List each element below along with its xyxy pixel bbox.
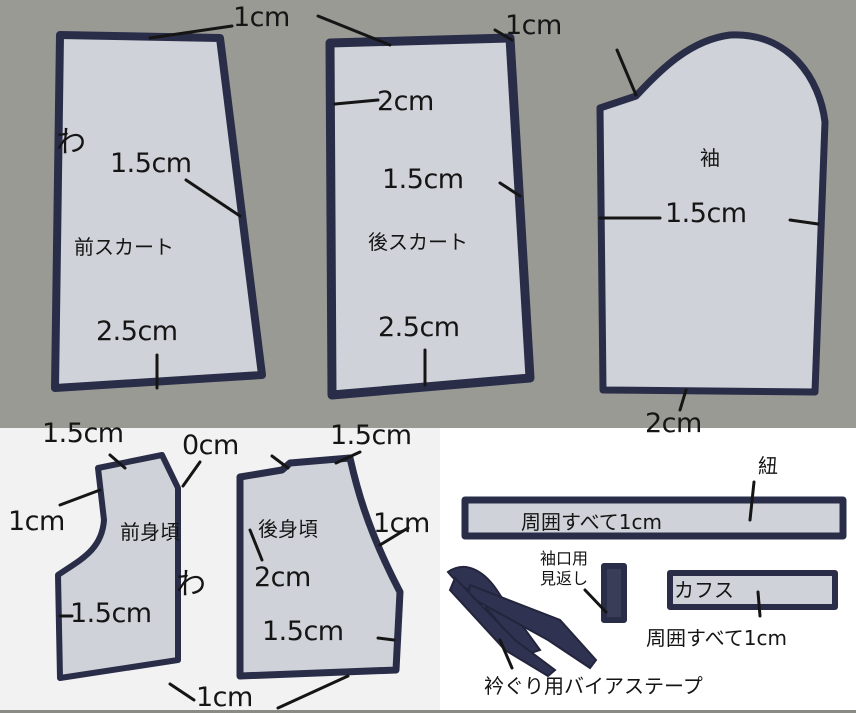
front-skirt-side-allowance: 1.5cm xyxy=(110,148,192,179)
back-skirt-piece xyxy=(325,33,535,400)
front-bodice-shoulder-allowance: 1.5cm xyxy=(42,418,124,449)
front-bodice-fold-mark: わ xyxy=(176,567,206,602)
cuff-allowance-note: 周囲すべて1cm xyxy=(646,626,788,650)
back-skirt-hem-allowance: 2.5cm xyxy=(378,312,460,343)
tie-name: 紐 xyxy=(758,454,778,478)
cuff-facing-piece xyxy=(601,563,627,623)
front-bodice-side-allowance: 1.5cm xyxy=(70,598,152,629)
front-bodice-piece xyxy=(55,452,181,681)
sleeve-name: 袖 xyxy=(700,146,720,170)
front-skirt-hem-allowance: 2.5cm xyxy=(96,316,178,347)
sleeve-piece xyxy=(596,31,829,396)
back-skirt-name: 後スカート xyxy=(368,230,468,254)
back-skirt-center-allowance: 2cm xyxy=(377,86,434,117)
back-bodice-name: 後身頃 xyxy=(258,517,318,541)
leader-lines xyxy=(58,14,820,710)
back-bodice-armhole-allowance: 1cm xyxy=(373,508,430,539)
front-skirt-fold-mark: わ xyxy=(56,125,86,160)
front-bodice-armhole-allowance: 1cm xyxy=(8,506,65,537)
back-bodice-center-allowance: 2cm xyxy=(254,562,311,593)
tie-allowance-note: 周囲すべて1cm xyxy=(521,510,663,534)
front-skirt-name: 前スカート xyxy=(74,235,174,259)
sleeve-hem-allowance: 2cm xyxy=(645,408,702,439)
cuff-piece xyxy=(667,570,838,610)
front-skirt-top-allowance: 1cm xyxy=(233,2,290,33)
back-skirt-top-allowance: 1cm xyxy=(505,10,562,41)
back-skirt-side-allowance: 1.5cm xyxy=(382,164,464,195)
bias-tape-name: 衿ぐり用バイアステープ xyxy=(484,674,703,698)
cuff-name: カフス xyxy=(674,578,734,602)
sleeve-side-allowance: 1.5cm xyxy=(665,198,747,229)
tie-piece xyxy=(461,496,847,540)
front-bodice-name: 前身頃 xyxy=(120,520,180,544)
bias-tape-piece xyxy=(446,566,598,678)
cuff-facing-name: 袖口用 見返し xyxy=(540,549,589,588)
back-bodice-waist-allowance: 1cm xyxy=(196,682,253,713)
back-bodice-shoulder-allowance: 1.5cm xyxy=(330,420,412,451)
front-bodice-neck-allowance: 0cm xyxy=(182,430,239,461)
back-bodice-side-allowance: 1.5cm xyxy=(262,616,344,647)
